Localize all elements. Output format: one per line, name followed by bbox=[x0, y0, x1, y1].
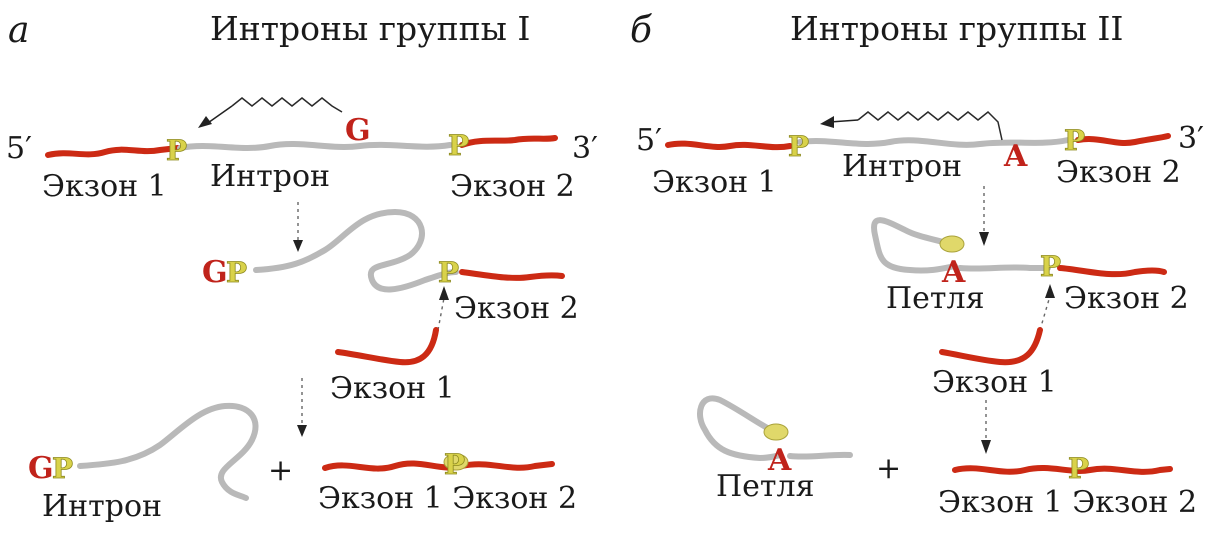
b-attack-arrowhead bbox=[820, 116, 834, 128]
b-exon1-strand bbox=[665, 140, 793, 151]
intron-label: Интрон bbox=[210, 159, 330, 194]
lariat-tail bbox=[957, 264, 1051, 272]
exon2-intermediate bbox=[459, 269, 565, 281]
lariat-branch-bulge bbox=[939, 235, 965, 253]
b-intron-label: Интрон bbox=[842, 149, 962, 184]
plus-sign-a: + bbox=[268, 453, 293, 488]
b-exon2-label: Экзон 2 bbox=[1056, 155, 1181, 190]
b-three-prime-label: 3′ bbox=[1178, 121, 1204, 156]
gp-p-letter: P bbox=[226, 256, 247, 289]
b-phosphate-5: P bbox=[788, 130, 809, 163]
product-phosphate: P bbox=[444, 448, 465, 481]
phosphate-intermediate: P bbox=[438, 256, 459, 289]
ligated-exons bbox=[322, 460, 555, 472]
exon1-label: Экзон 1 bbox=[42, 169, 167, 204]
b-product-exons-label: Экзон 1 Экзон 2 bbox=[938, 485, 1197, 520]
panel-b-title: Интроны группы II bbox=[790, 9, 1123, 48]
b-five-prime-label: 5′ bbox=[636, 123, 662, 158]
ligation-site bbox=[443, 453, 469, 471]
b-exon1-free bbox=[939, 327, 1043, 366]
three-prime-label: 3′ bbox=[572, 131, 598, 166]
branch-adenosine: A bbox=[1003, 139, 1028, 174]
step2-exon1-label: Экзон 1 bbox=[330, 371, 455, 406]
product-loop-label: Петля bbox=[716, 469, 815, 504]
excised-intron bbox=[77, 402, 259, 501]
step-arrow-2 bbox=[297, 425, 307, 437]
exon2-strand bbox=[459, 135, 558, 148]
b-phosphate-3: P bbox=[1064, 124, 1085, 157]
product-exons-label: Экзон 1 Экзон 2 bbox=[318, 481, 577, 516]
excised-lariat-adenosine: A bbox=[767, 443, 792, 478]
exon1-free bbox=[335, 327, 439, 366]
product-intron-label: Интрон bbox=[42, 489, 162, 524]
b-step-arrow-1 bbox=[979, 232, 989, 246]
excised-lariat-tail bbox=[787, 451, 853, 460]
step-arrow-1 bbox=[293, 240, 303, 252]
phosphate-3-splice-site: P bbox=[448, 129, 469, 162]
b-step-arrow-2 bbox=[981, 440, 991, 454]
b-phosphate-intermediate: P bbox=[1040, 250, 1061, 283]
b-exon1-label: Экзон 1 bbox=[652, 165, 777, 200]
panel-a-letter: а bbox=[8, 10, 29, 51]
excised-lariat-bulge bbox=[763, 423, 789, 441]
intron-intermediate bbox=[253, 208, 459, 293]
gp-g-letter: G bbox=[202, 255, 228, 290]
b-intron-strand bbox=[797, 137, 1071, 148]
panel-b: б Интроны группы II 5′ 3′ P P A Экзон 1 … bbox=[630, 9, 1204, 520]
five-prime-label: 5′ bbox=[6, 131, 32, 166]
nucleophilic-attack-zigzag bbox=[231, 97, 343, 113]
panel-a: а Интроны группы I 5′ 3′ P P G Экзон 1 И… bbox=[6, 9, 598, 524]
b-step2-exon1-label: Экзон 1 bbox=[932, 365, 1057, 400]
guanosine-nucleotide: G bbox=[345, 113, 371, 148]
b-product-phosphate: P bbox=[1068, 452, 1089, 485]
loop-label: Петля bbox=[886, 281, 985, 316]
lariat-adenosine: A bbox=[941, 255, 966, 290]
exon2-label: Экзон 2 bbox=[450, 169, 575, 204]
b-exon1-attack-arrow bbox=[1045, 284, 1055, 298]
b-exon2-intermediate bbox=[1057, 265, 1167, 278]
b-step2-exon2-label: Экзон 2 bbox=[1064, 281, 1189, 316]
b-ligated-exons bbox=[952, 465, 1173, 475]
excised-lariat-loop bbox=[697, 395, 783, 462]
exon1-attack-arrow bbox=[439, 286, 449, 300]
product-gp-g: G bbox=[28, 451, 54, 486]
intron-strand bbox=[177, 141, 453, 151]
plus-sign-b: + bbox=[876, 451, 901, 486]
lariat-loop bbox=[871, 217, 959, 274]
product-gp-p: P bbox=[52, 452, 73, 485]
b-attack-zigzag bbox=[857, 110, 1003, 141]
b-exon2-strand bbox=[1075, 133, 1171, 146]
step2-exon2-label: Экзон 2 bbox=[454, 291, 579, 326]
phosphate-5-splice-site: P bbox=[166, 134, 187, 167]
exon1-strand bbox=[45, 145, 181, 158]
panel-a-title: Интроны группы I bbox=[210, 9, 530, 48]
attack-arrowhead bbox=[198, 116, 212, 128]
panel-b-letter: б bbox=[630, 10, 653, 51]
